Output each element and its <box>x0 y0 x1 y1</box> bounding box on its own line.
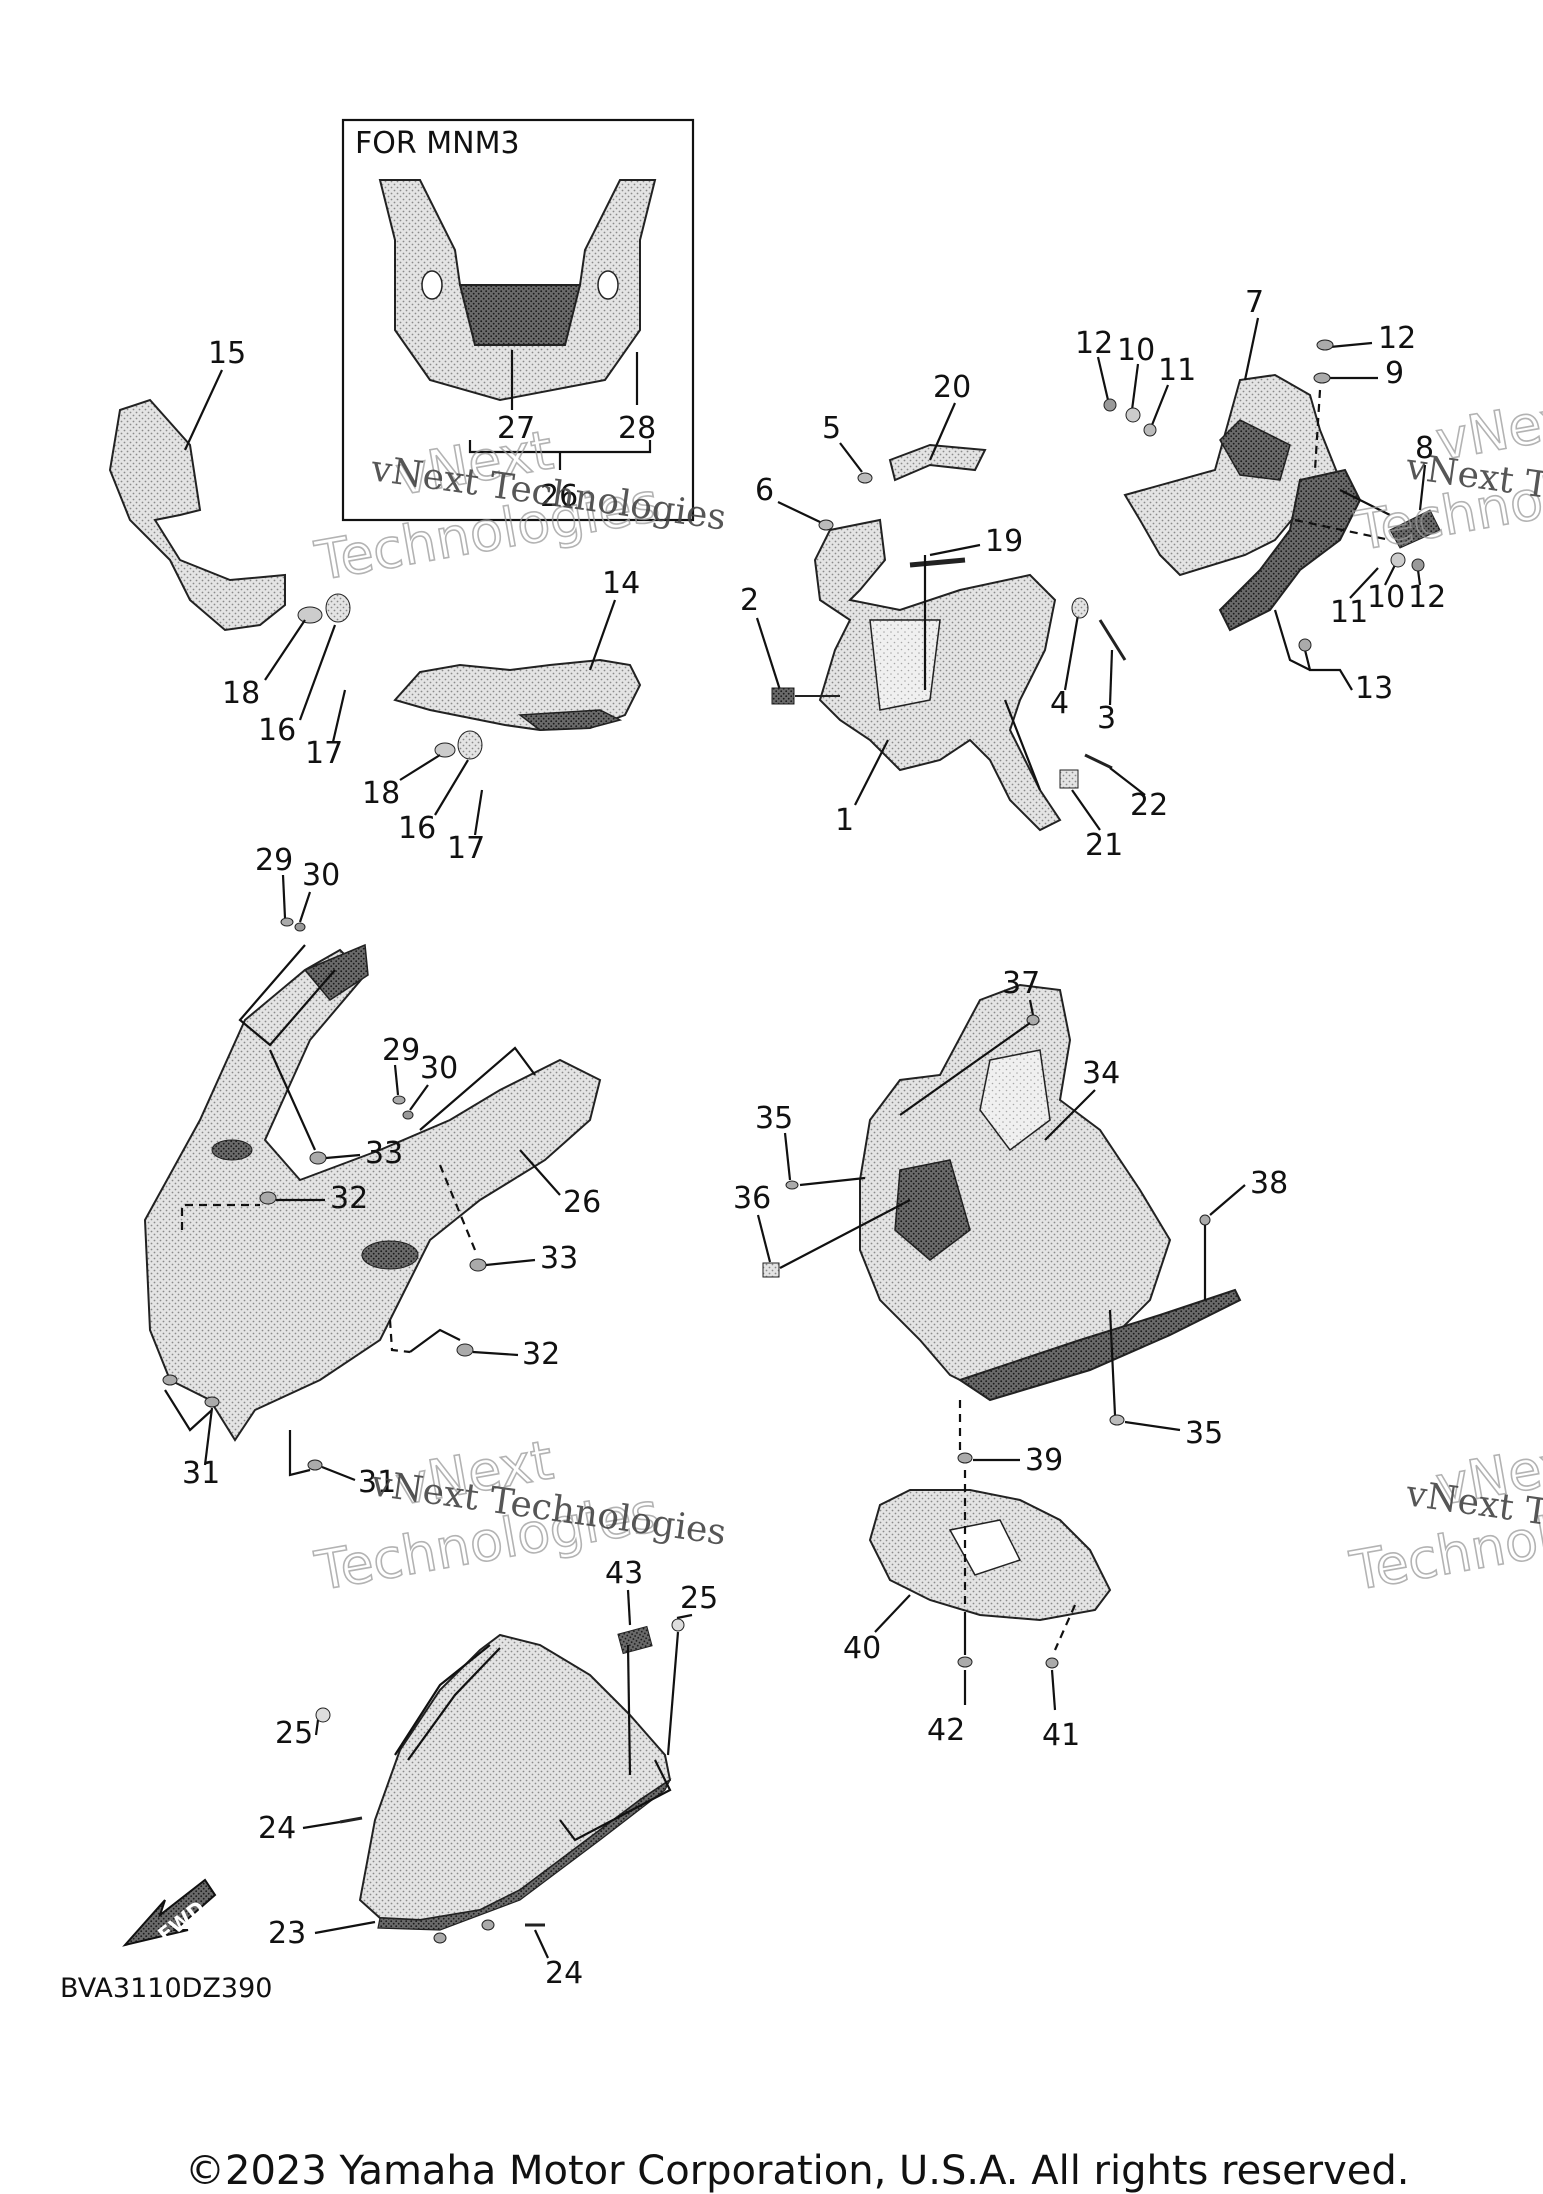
callout-13: 13 <box>1355 671 1393 706</box>
callout-3: 3 <box>1097 701 1116 736</box>
callout-15: 15 <box>208 336 246 371</box>
callout-31: 31 <box>182 1456 220 1491</box>
callout-28: 28 <box>618 411 656 446</box>
callout-9: 9 <box>1385 356 1404 391</box>
callout-33b: 33 <box>540 1241 578 1276</box>
inner-panel-group: 37 34 35 36 38 35 39 <box>733 966 1288 1478</box>
callout-29: 29 <box>255 843 293 878</box>
air-duct-group: 7 12 10 11 12 9 8 11 10 12 13 <box>1075 285 1446 706</box>
callout-10b: 10 <box>1367 580 1405 615</box>
watermark-3: vNext Technologies vNext Technologies <box>1350 383 1543 564</box>
watermark-2: vNext Technologies vNext Technologies <box>310 1428 729 1604</box>
callout-40: 40 <box>843 1631 881 1666</box>
callout-19: 19 <box>985 524 1023 559</box>
callout-12: 12 <box>1075 326 1113 361</box>
callout-7: 7 <box>1245 285 1264 320</box>
callout-16: 16 <box>258 713 296 748</box>
inset-title: FOR MNM3 <box>355 126 520 161</box>
callout-11b: 11 <box>1330 595 1368 630</box>
inset-visor-panel <box>458 284 582 346</box>
windscreen-group: 43 25 25 24 23 24 <box>258 1556 718 1991</box>
callout-12c: 12 <box>1408 580 1446 615</box>
callout-21: 21 <box>1085 828 1123 863</box>
callout-34: 34 <box>1082 1056 1120 1091</box>
callout-29b: 29 <box>382 1033 420 1068</box>
callout-39: 39 <box>1025 1443 1063 1478</box>
callout-18: 18 <box>222 676 260 711</box>
callout-35: 35 <box>755 1101 793 1136</box>
callout-14: 14 <box>602 566 640 601</box>
callout-18b: 18 <box>362 776 400 811</box>
windscreen <box>358 1633 672 1922</box>
fwd-arrow: FWD <box>122 1878 217 1947</box>
callout-25: 25 <box>680 1581 718 1616</box>
callout-35b: 35 <box>1185 1416 1223 1451</box>
rod-19 <box>909 557 966 568</box>
diagram-code: BVA3110DZ390 <box>60 1973 272 2004</box>
callout-1: 1 <box>835 803 854 838</box>
mirror-left-group: 15 18 16 17 <box>108 336 351 771</box>
callout-30b: 30 <box>420 1051 458 1086</box>
callout-5: 5 <box>822 411 841 446</box>
callout-23: 23 <box>268 1916 306 1951</box>
callout-25b: 25 <box>275 1716 313 1751</box>
callout-12b: 12 <box>1378 321 1416 356</box>
callout-32: 32 <box>330 1181 368 1216</box>
upper-cowl-group: 29 30 33 32 29 30 26 33 32 <box>143 843 601 1500</box>
callout-8: 8 <box>1415 431 1434 466</box>
side-duct <box>1218 468 1362 632</box>
callout-17b: 17 <box>447 831 485 866</box>
duct-20 <box>888 443 987 482</box>
callout-20: 20 <box>933 370 971 405</box>
callout-42: 42 <box>927 1713 965 1748</box>
watermark-4: vNext Technologies vNext Technologies <box>1345 1428 1543 1604</box>
callout-24b: 24 <box>545 1956 583 1991</box>
callout-31b: 31 <box>358 1465 396 1500</box>
inset-box: FOR MNM3 27 28 26 <box>341 118 695 522</box>
callout-43: 43 <box>605 1556 643 1591</box>
callout-30: 30 <box>302 858 340 893</box>
callout-26: 26 <box>563 1185 601 1220</box>
callout-10: 10 <box>1117 333 1155 368</box>
callout-37: 37 <box>1002 966 1040 1001</box>
mirror-right-group: 14 18 16 17 <box>362 566 642 866</box>
callout-2: 2 <box>740 583 759 618</box>
front-stay-group: 20 19 5 6 2 4 3 1 21 22 <box>740 370 1168 863</box>
callout-36: 36 <box>733 1181 771 1216</box>
under-cover-group: 42 41 40 <box>843 1470 1112 1753</box>
callout-16b: 16 <box>398 811 436 846</box>
callout-22: 22 <box>1130 788 1168 823</box>
callout-24: 24 <box>258 1811 296 1846</box>
front-stay <box>813 518 1062 832</box>
callout-41: 41 <box>1042 1718 1080 1753</box>
callout-26-inset: 26 <box>540 479 578 514</box>
callout-11: 11 <box>1158 353 1196 388</box>
callout-4: 4 <box>1050 686 1069 721</box>
mirror-left <box>108 398 286 632</box>
callout-27: 27 <box>497 411 535 446</box>
callout-33: 33 <box>365 1136 403 1171</box>
callout-38: 38 <box>1250 1166 1288 1201</box>
copyright-notice: ©2023 Yamaha Motor Corporation, U.S.A. A… <box>185 2148 1410 2194</box>
callout-6: 6 <box>755 473 774 508</box>
callout-32b: 32 <box>522 1337 560 1372</box>
callout-17: 17 <box>305 736 343 771</box>
side-strip-38 <box>957 1288 1242 1402</box>
